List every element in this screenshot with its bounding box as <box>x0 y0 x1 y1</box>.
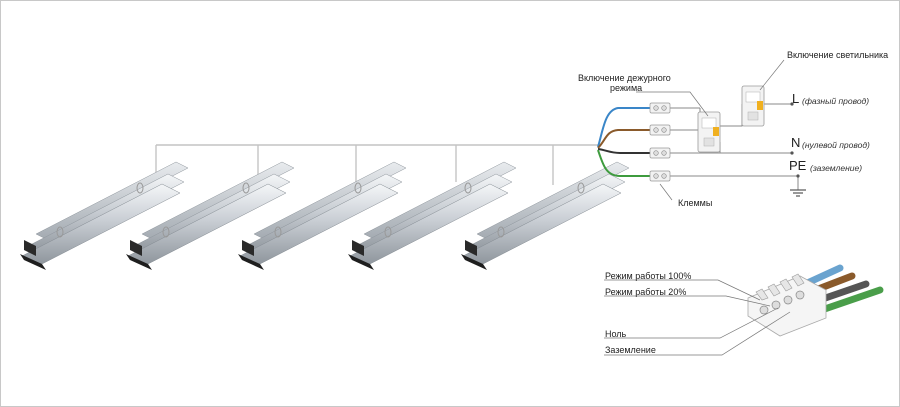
terminal-block <box>649 124 671 136</box>
luminaire-icon <box>20 161 189 270</box>
terminal-wires <box>597 107 650 177</box>
line-terminal-dots <box>790 102 800 178</box>
line-N-letter: N <box>791 135 801 150</box>
wire-black <box>597 148 650 154</box>
luminaire-icon <box>238 161 407 270</box>
line-PE-desc: (заземление) <box>810 163 863 173</box>
terminals-label: Клеммы <box>678 198 713 208</box>
lamp-switch-label: Включение светильника <box>787 50 889 60</box>
wire-green <box>597 149 650 177</box>
luminaire-group <box>20 161 630 270</box>
luminaire-icon <box>126 161 295 270</box>
mode-20-label: Режим работы 20% <box>605 287 687 297</box>
line-L-desc: (фазный провод) <box>802 96 870 106</box>
neutral-label: Ноль <box>605 329 627 339</box>
lamp-breaker-icon <box>741 85 765 127</box>
line-L-letter: L <box>792 91 800 106</box>
terminal-block <box>649 147 671 159</box>
standby-switch-label-line1: Включение дежурного <box>578 73 671 83</box>
standby-switch-label-line2: режима <box>610 83 643 93</box>
luminaire-icon <box>348 161 517 270</box>
standby-breaker-icon <box>697 111 721 153</box>
terminal-blocks <box>649 102 671 182</box>
ground-label: Заземление <box>605 345 656 355</box>
line-N-desc: (нулевой провод) <box>802 140 870 150</box>
ground-symbol-icon <box>790 189 806 197</box>
wire-brown <box>597 129 650 149</box>
line-PE-letter: PE <box>789 158 807 173</box>
terminal-closeup <box>747 264 884 337</box>
terminal-block <box>649 102 671 114</box>
closeup-leaders <box>604 279 791 356</box>
leader-lines <box>636 59 785 201</box>
wire-blue <box>597 107 650 148</box>
luminaire-icon <box>461 161 630 270</box>
circuit-wires <box>670 103 799 190</box>
terminal-block <box>649 170 671 182</box>
mode-100-label: Режим работы 100% <box>605 271 692 281</box>
